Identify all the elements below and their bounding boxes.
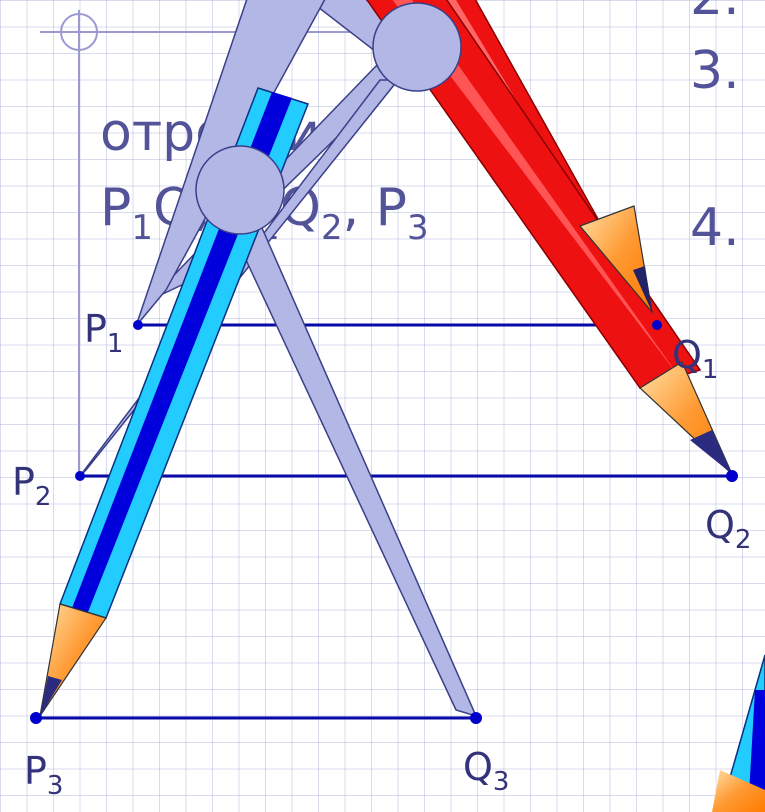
crosshair-icon — [40, 10, 380, 480]
label-p3: P3 — [24, 749, 63, 801]
point-p2 — [75, 471, 85, 481]
label-p2: P2 — [12, 460, 51, 512]
blue-compass-icon — [39, 0, 478, 718]
corner-pencil-icon — [712, 654, 765, 812]
label-q3: Q3 — [463, 745, 509, 797]
text-p: P — [100, 178, 131, 238]
text-q2-sub: 2 — [321, 208, 343, 248]
point-q3 — [470, 712, 482, 724]
label-q2: Q2 — [705, 503, 751, 555]
point-p1 — [133, 320, 143, 330]
point-p3 — [30, 712, 42, 724]
label-q1: Q1 — [672, 333, 718, 385]
list-number-2: 2. — [690, 0, 740, 27]
text-sub3: 3 — [407, 208, 429, 248]
text-p-sub: 1 — [131, 208, 153, 248]
label-p1: P1 — [84, 307, 123, 359]
list-number-4: 4. — [690, 198, 740, 258]
point-q1 — [652, 320, 662, 330]
point-q2 — [726, 470, 738, 482]
points — [30, 320, 738, 724]
segments — [36, 323, 732, 720]
text-sep2: , P — [343, 178, 407, 238]
list-number-3: 3. — [690, 41, 740, 101]
